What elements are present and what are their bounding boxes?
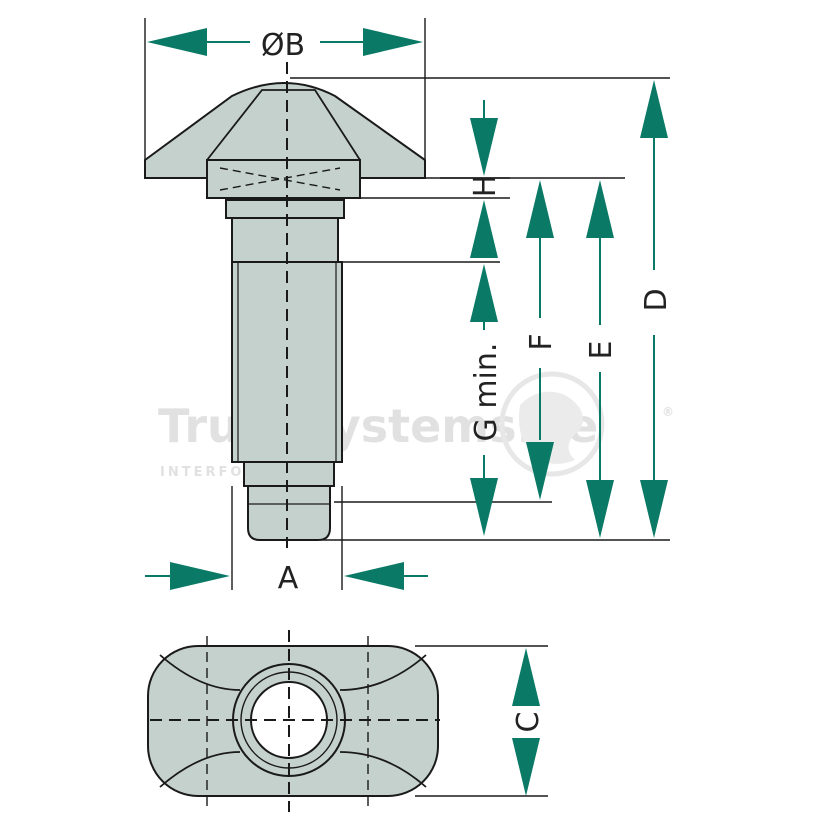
watermark-trademark: ® (662, 405, 674, 419)
label-dim-h: H (468, 175, 503, 198)
label-dim-c: C (511, 712, 546, 733)
bolt-shank (225, 199, 345, 541)
dimension-labels: ØB H G min. F E D A C (261, 28, 674, 732)
label-dim-a: A (278, 561, 299, 596)
label-dim-g: G min. (469, 343, 504, 442)
bolt-head (144, 82, 426, 199)
label-dim-b: ØB (261, 28, 305, 63)
bolt-top-view (147, 630, 548, 812)
extension-lines (144, 18, 670, 590)
label-dim-e: E (584, 341, 619, 360)
label-dim-f: F (524, 333, 559, 350)
label-dim-d: D (639, 288, 674, 311)
dimension-arrows (145, 28, 668, 796)
